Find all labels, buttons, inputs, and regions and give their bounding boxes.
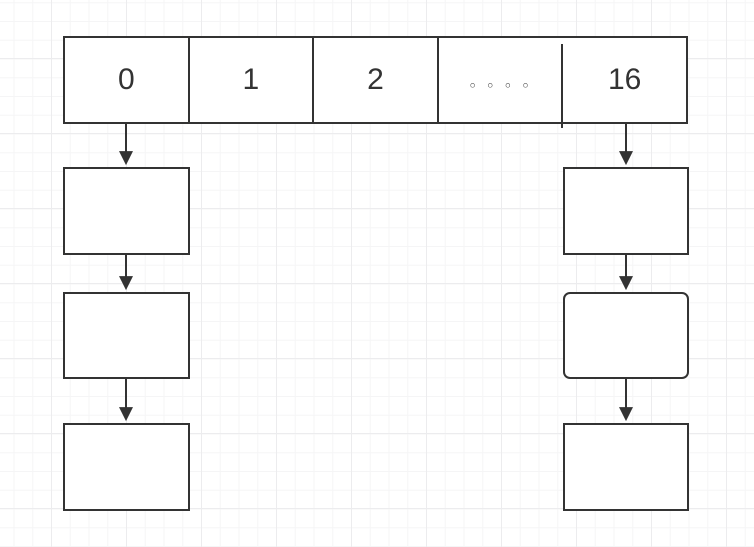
bucket-cell-16: 16 bbox=[607, 63, 642, 96]
list-node-bucket0-2 bbox=[63, 292, 190, 379]
bucket-cell-ellipsis: ◦ ◦ ◦ ◦ bbox=[439, 44, 564, 128]
list-node-bucket16-1 bbox=[563, 167, 689, 255]
list-node-bucket16-3 bbox=[563, 423, 689, 511]
bucket-cell-0: 0 bbox=[65, 38, 190, 122]
bucket-cell-1: 1 bbox=[190, 38, 315, 122]
list-node-bucket16-2 bbox=[563, 292, 689, 379]
hash-bucket-array: 0 1 2 ◦ ◦ ◦ ◦ 16 bbox=[63, 36, 688, 128]
list-node-bucket0-1 bbox=[63, 167, 190, 255]
list-node-bucket0-3 bbox=[63, 423, 190, 511]
bucket-cell-2: 2 bbox=[314, 38, 439, 122]
